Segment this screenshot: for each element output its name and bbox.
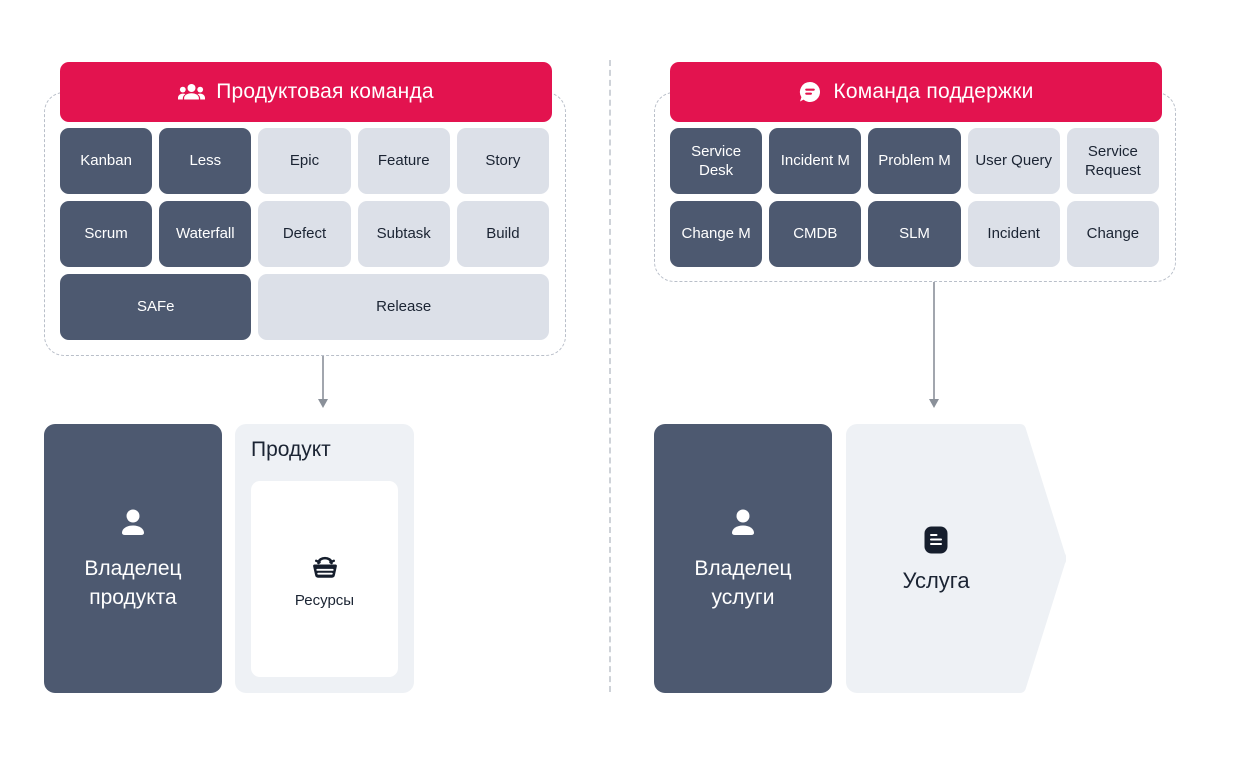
support-team-header: Команда поддержки (670, 62, 1162, 122)
tile-problem-m: Problem M (868, 128, 961, 194)
tile-cmdb: CMDB (769, 201, 862, 267)
center-divider (609, 60, 611, 692)
tile-less: Less (159, 128, 252, 194)
tile-incident-m: Incident M (769, 128, 862, 194)
chat-icon (798, 80, 822, 104)
product-team-title: Продуктовая команда (216, 80, 434, 103)
tile-subtask: Subtask (357, 201, 450, 267)
person-icon (724, 505, 762, 543)
tile-defect: Defect (258, 201, 351, 267)
basket-icon (308, 550, 342, 584)
service-label: Услуга (902, 567, 970, 593)
service-shape (846, 424, 1067, 693)
tile-change-m: Change M (670, 201, 763, 267)
tile-kanban: Kanban (60, 128, 153, 194)
tile-story: Story (456, 128, 549, 194)
tile-user-query: User Query (967, 128, 1060, 194)
product-owner-card: Владелец продукта (44, 424, 222, 693)
tile-scrum: Scrum (60, 201, 153, 267)
tile-build: Build (456, 201, 549, 267)
service-owner-card: Владелец услуги (654, 424, 832, 693)
product-team-header: Продуктовая команда (60, 62, 552, 122)
product-card-title: Продукт (251, 438, 331, 461)
tile-release: Release (258, 274, 549, 340)
tile-waterfall: Waterfall (159, 201, 252, 267)
resources-card: Ресурсы (251, 481, 398, 677)
tile-slm: SLM (868, 201, 961, 267)
resources-label: Ресурсы (294, 591, 355, 609)
tile-service-desk: Service Desk (670, 128, 763, 194)
tile-safe: SAFe (60, 274, 252, 340)
support-team-tiles: Service Desk Incident M Problem M User Q… (670, 128, 1159, 267)
tile-epic: Epic (258, 128, 351, 194)
support-team-title: Команда поддержки (833, 80, 1034, 103)
product-connector-arrow (318, 356, 328, 408)
tile-service-request: Service Request (1066, 128, 1159, 194)
product-team-tiles: Kanban Less Epic Feature Story Scrum Wat… (60, 128, 549, 340)
tile-change: Change (1066, 201, 1159, 267)
tile-feature: Feature (357, 128, 450, 194)
service-owner-label: Владелец услуги (694, 557, 792, 609)
product-card: Продукт Ресурсы (235, 424, 414, 693)
service-connector-arrow (929, 282, 939, 408)
document-icon (920, 524, 952, 556)
product-owner-label: Владелец продукта (84, 557, 182, 609)
tile-incident: Incident (967, 201, 1060, 267)
groups-icon (178, 82, 206, 102)
person-icon (114, 505, 152, 543)
service-content: Услуга (846, 424, 1026, 693)
